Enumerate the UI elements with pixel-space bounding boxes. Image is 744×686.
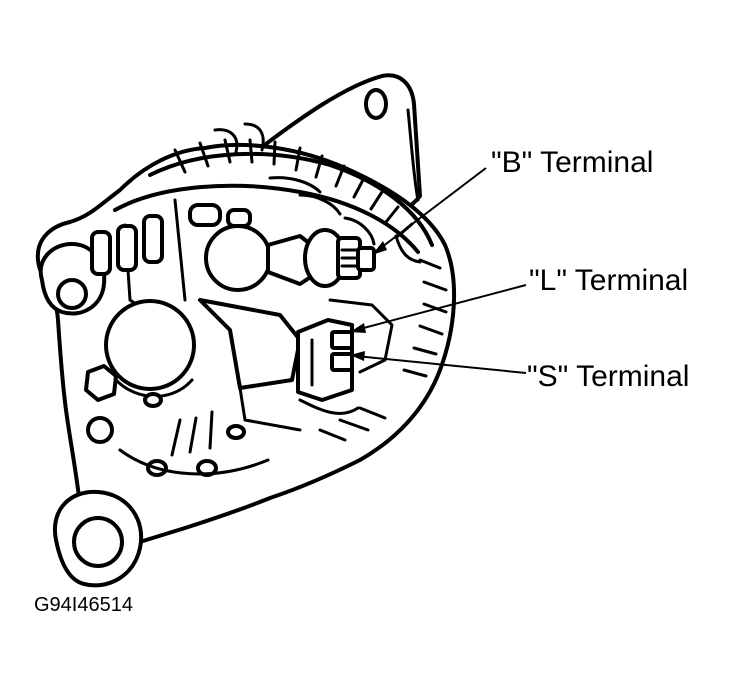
pivot-bolt [86,416,114,444]
adjusting-nut [84,364,118,402]
left-ear-hole [56,278,88,310]
cover-vents [90,176,376,276]
rear-cover-rim [148,151,434,247]
b-terminal-assembly [204,224,376,292]
upper-ear-bolt-hole [364,88,388,120]
s-terminal-label: "S" Terminal [527,360,689,393]
lower-ear-hole [72,516,124,568]
l-terminal-label: "L" Terminal [529,264,688,297]
ls-connector [296,318,354,402]
l-terminal-leader [355,284,527,331]
b-terminal-leader [377,167,487,251]
side-fins [402,258,448,378]
figure-id: G94I46514 [34,594,133,616]
rear-bearing-boss [204,224,272,292]
b-terminal-stud [356,246,376,272]
b-terminal-label: "B" Terminal [491,146,653,179]
pulley-boss [104,299,196,391]
bottom-vents [118,392,387,477]
leader-lines [350,167,527,374]
alternator-illustration [35,73,457,588]
alternator-housing [35,142,457,548]
s-terminal-leader [355,355,527,374]
cooling-fins [173,138,414,238]
